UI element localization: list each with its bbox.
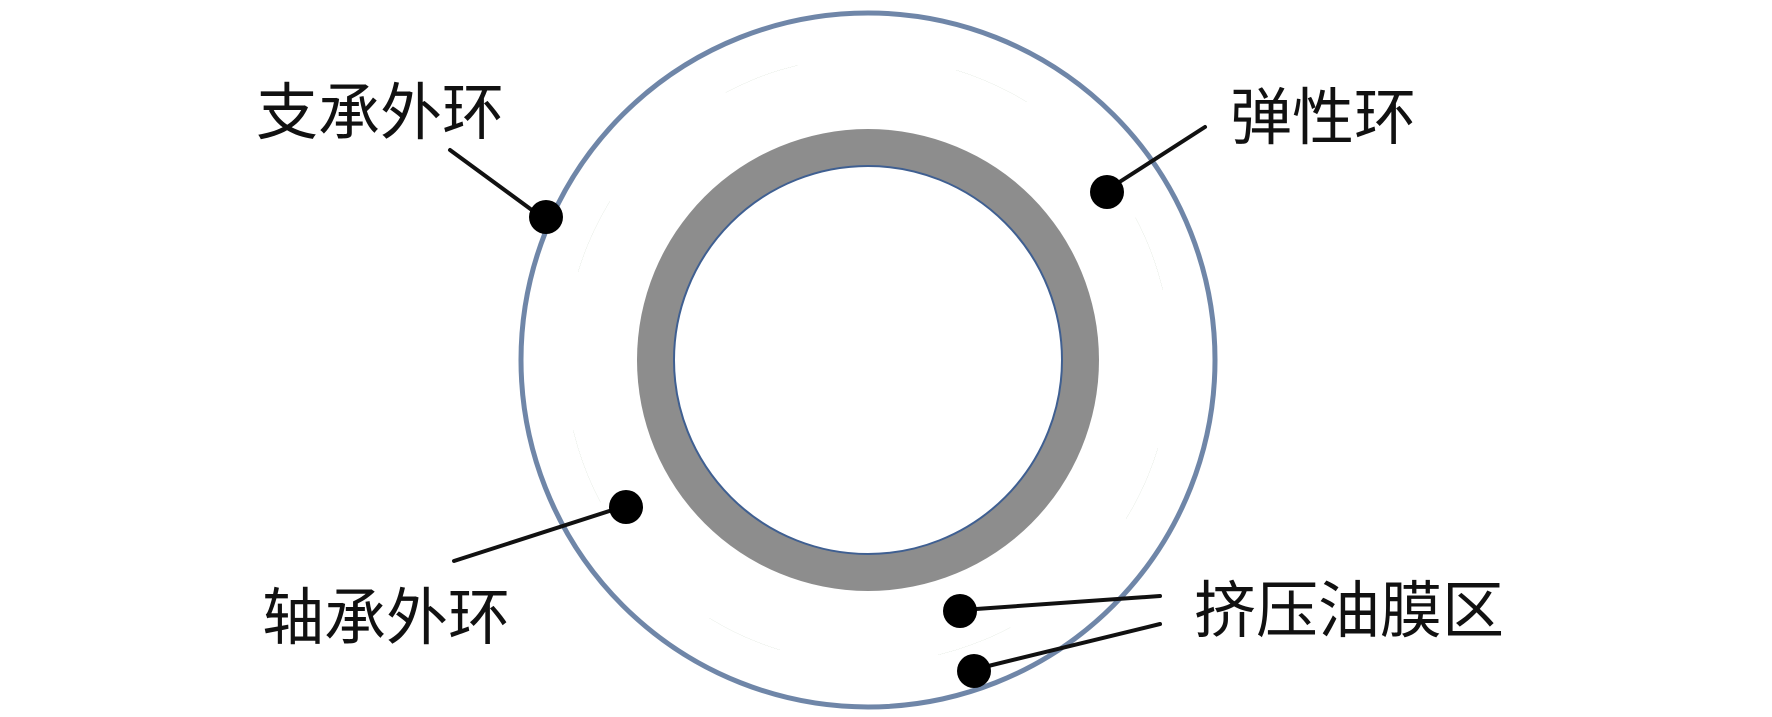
support-outer-ring-label: 支承外环	[256, 76, 504, 149]
squeeze-film-marker-upper	[943, 594, 977, 628]
squeeze-film-leader-line-lower	[970, 622, 1162, 672]
callout-leaders	[448, 125, 1207, 672]
support-ring-leader-line	[448, 148, 542, 218]
squeeze-film-marker-lower	[957, 654, 991, 688]
bearing-inner-opening	[673, 165, 1063, 555]
elastic-ring-marker	[1090, 175, 1124, 209]
support-ring-marker	[529, 200, 563, 234]
squeeze-film-leader-line-upper	[960, 594, 1162, 612]
squeeze-film-zone-label: 挤压油膜区	[1194, 574, 1504, 647]
bearing-outer-ring-label: 轴承外环	[262, 581, 510, 654]
elastic-ring-label: 弹性环	[1230, 81, 1416, 154]
elastic-ring-leader-line	[1105, 125, 1207, 192]
bearing-outer-ring-leader-line	[452, 503, 630, 563]
bearing-outer-ring-marker	[609, 490, 643, 524]
callout-markers	[529, 175, 1124, 688]
